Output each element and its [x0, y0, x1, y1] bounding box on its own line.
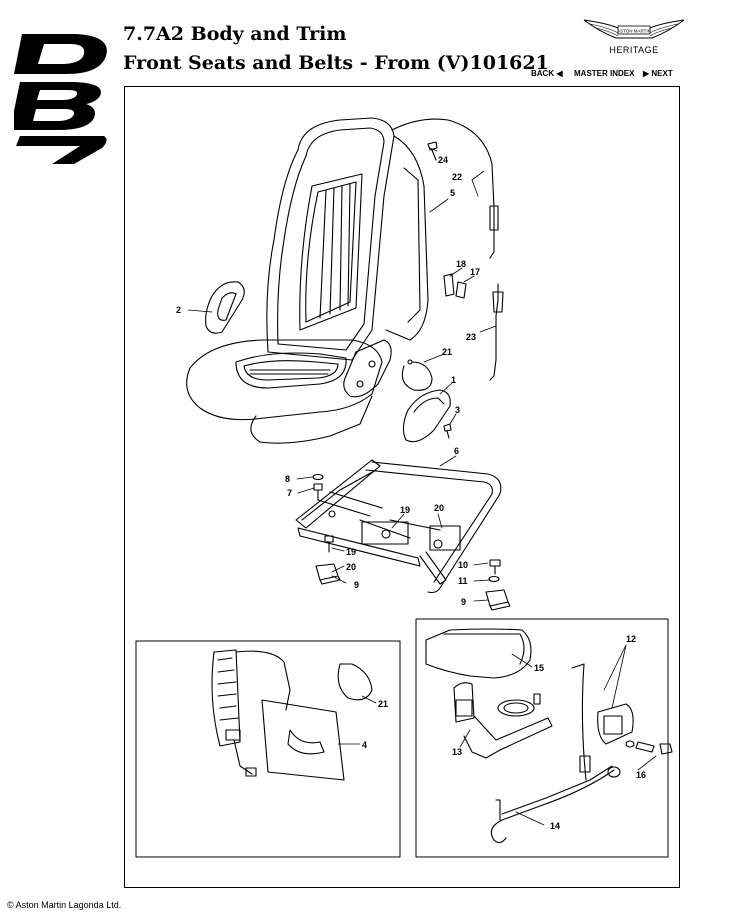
master-index-link[interactable]: MASTER INDEX [574, 69, 635, 78]
screw [443, 423, 452, 439]
callout-3: 3 [455, 405, 460, 415]
belt-buckle [453, 682, 553, 759]
back-label: BACK [531, 69, 555, 78]
next-label: NEXT [651, 69, 673, 78]
callout-9: 9 [354, 580, 359, 590]
recliner-cover [402, 389, 451, 443]
page-subtitle: Front Seats and Belts - From (V)101621 [123, 52, 549, 74]
seat-backrest [266, 117, 395, 361]
callout-19: 19 [346, 547, 356, 557]
callout-11: 11 [458, 576, 468, 586]
exploded-parts-diagram: 2 24 22 5 18 17 23 21 1 3 6 8 7 19 20 19… [135, 117, 673, 858]
callout-20: 20 [434, 503, 444, 513]
mounting-block [315, 563, 341, 585]
lumbar-support [211, 649, 291, 777]
callout-15: 15 [534, 663, 544, 673]
inset-seatbelt-frame [415, 618, 669, 858]
bolt [324, 535, 334, 553]
spring-clip [401, 361, 433, 391]
back-link[interactable]: BACK ◀ [531, 69, 563, 78]
washer [625, 740, 635, 748]
callout-21: 21 [378, 699, 388, 709]
screw [427, 141, 438, 161]
next-link[interactable]: ▶ NEXT [643, 69, 673, 78]
callout-18: 18 [456, 259, 466, 269]
callout-24: 24 [438, 155, 448, 165]
triangle-right-icon: ▶ [643, 69, 650, 78]
belt-anchor-plate [571, 663, 591, 781]
page-title: 7.7A2 Body and Trim [123, 23, 347, 45]
belt-retractor [597, 703, 634, 745]
heritage-label: HERITAGE [609, 45, 659, 55]
callout-22: 22 [452, 172, 462, 182]
callout-14: 14 [550, 821, 560, 831]
leader-lines [187, 147, 657, 826]
copyright-notice: © Aston Martin Lagonda Ltd. [7, 900, 122, 910]
trim-clip [455, 281, 467, 299]
lumbar-cable [391, 118, 495, 233]
aston-martin-wings-logo: ASTON MARTIN [583, 19, 685, 39]
callout-19: 19 [400, 505, 410, 515]
bolt [495, 799, 501, 821]
recliner-bracket [343, 339, 392, 398]
bolt [313, 483, 323, 501]
callout-5: 5 [450, 188, 455, 198]
logo-letter-b [14, 82, 101, 130]
seat-cushion [186, 339, 383, 444]
side-trim-cover [205, 281, 245, 334]
callout-7: 7 [287, 488, 292, 498]
callout-1: 1 [451, 375, 456, 385]
bolt [635, 741, 655, 753]
stalk-belt-bar [490, 769, 615, 844]
nut [659, 743, 673, 755]
inset-lumbar-frame [135, 640, 401, 858]
callout-13: 13 [452, 747, 462, 757]
logo-letter-d [14, 34, 107, 74]
mounting-block [485, 589, 511, 611]
callout-23: 23 [466, 332, 476, 342]
callout-16: 16 [636, 770, 646, 780]
callout-21: 21 [442, 347, 452, 357]
trim-clip [443, 273, 455, 297]
logo-numeral-7 [16, 136, 107, 164]
seat-runner-frame [295, 459, 502, 594]
triangle-left-icon: ◀ [556, 69, 563, 78]
callout-17: 17 [470, 267, 480, 277]
washer [607, 766, 621, 778]
callout-10: 10 [458, 560, 468, 570]
db7-logo [14, 34, 107, 164]
washer [312, 473, 324, 481]
diagram-frame [124, 86, 680, 888]
badge-text: ASTON MARTIN [617, 29, 651, 34]
spring-clip-end [407, 359, 413, 365]
bolt [489, 559, 501, 575]
backrest-rear-panel [385, 135, 429, 341]
washer [488, 575, 500, 583]
callout-4: 4 [362, 740, 367, 750]
backing-board [261, 699, 345, 781]
spring-clip-inset [337, 663, 373, 701]
callout-6: 6 [454, 446, 459, 456]
callout-12: 12 [626, 634, 636, 644]
callout-8: 8 [285, 474, 290, 484]
callout-20: 20 [346, 562, 356, 572]
seat-side-cover [425, 628, 532, 679]
release-cable [489, 283, 499, 381]
callout-2: 2 [176, 305, 181, 315]
callout-9: 9 [461, 597, 466, 607]
